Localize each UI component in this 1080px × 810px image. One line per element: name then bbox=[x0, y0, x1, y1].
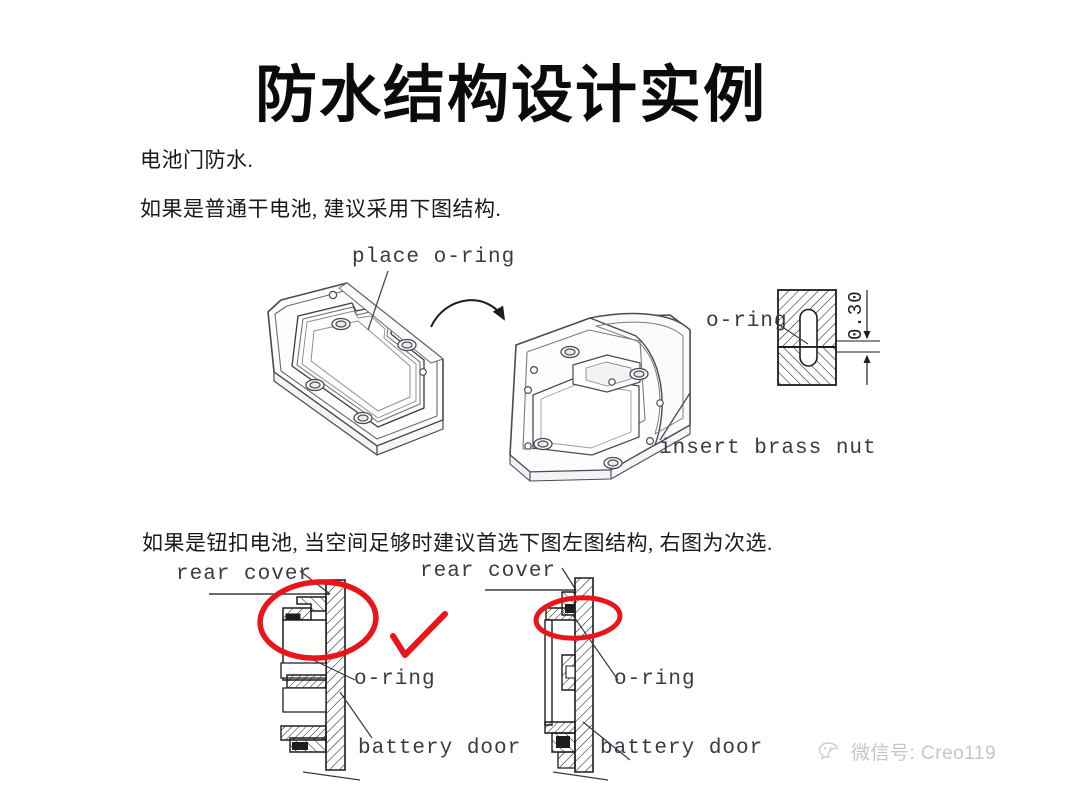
label-oring-left: o-ring bbox=[354, 668, 436, 691]
label-place-oring: place o-ring bbox=[352, 246, 516, 269]
wechat-icon bbox=[818, 741, 839, 760]
assembly-direction-arrow bbox=[430, 299, 506, 328]
label-rear-cover-left: rear cover bbox=[176, 563, 313, 586]
body-text-line-2: 如果是普通干电池, 建议采用下图结构. bbox=[140, 197, 502, 221]
body-text-line-3: 如果是钮扣电池, 当空间足够时建议首选下图左图结构, 右图为次选. bbox=[142, 531, 773, 555]
label-rear-cover-right: rear cover bbox=[420, 560, 557, 583]
body-text-line-1: 电池门防水. bbox=[140, 148, 254, 172]
label-insert-brass-nut: insert brass nut bbox=[659, 437, 877, 460]
watermark-text: 微信号: Creo119 bbox=[851, 743, 997, 764]
red-highlight-circle-right bbox=[533, 595, 623, 641]
label-dimension-030: 0.30 bbox=[845, 290, 867, 340]
label-oring-detail: o-ring bbox=[706, 310, 788, 333]
leader-place-oring bbox=[367, 270, 389, 331]
red-highlight-circle-left bbox=[257, 579, 379, 661]
page-title: 防水结构设计实例 bbox=[255, 62, 768, 130]
watermark: 微信号: Creo119 bbox=[818, 738, 996, 765]
left-section-view bbox=[209, 570, 373, 781]
red-check-mark bbox=[390, 611, 448, 658]
leader-insert-brass-nut bbox=[659, 392, 691, 441]
label-battery-door-left: battery door bbox=[358, 737, 522, 760]
label-battery-door-right: battery door bbox=[600, 737, 764, 760]
label-oring-right: o-ring bbox=[614, 668, 696, 691]
battery-door-3d-part bbox=[267, 282, 444, 456]
